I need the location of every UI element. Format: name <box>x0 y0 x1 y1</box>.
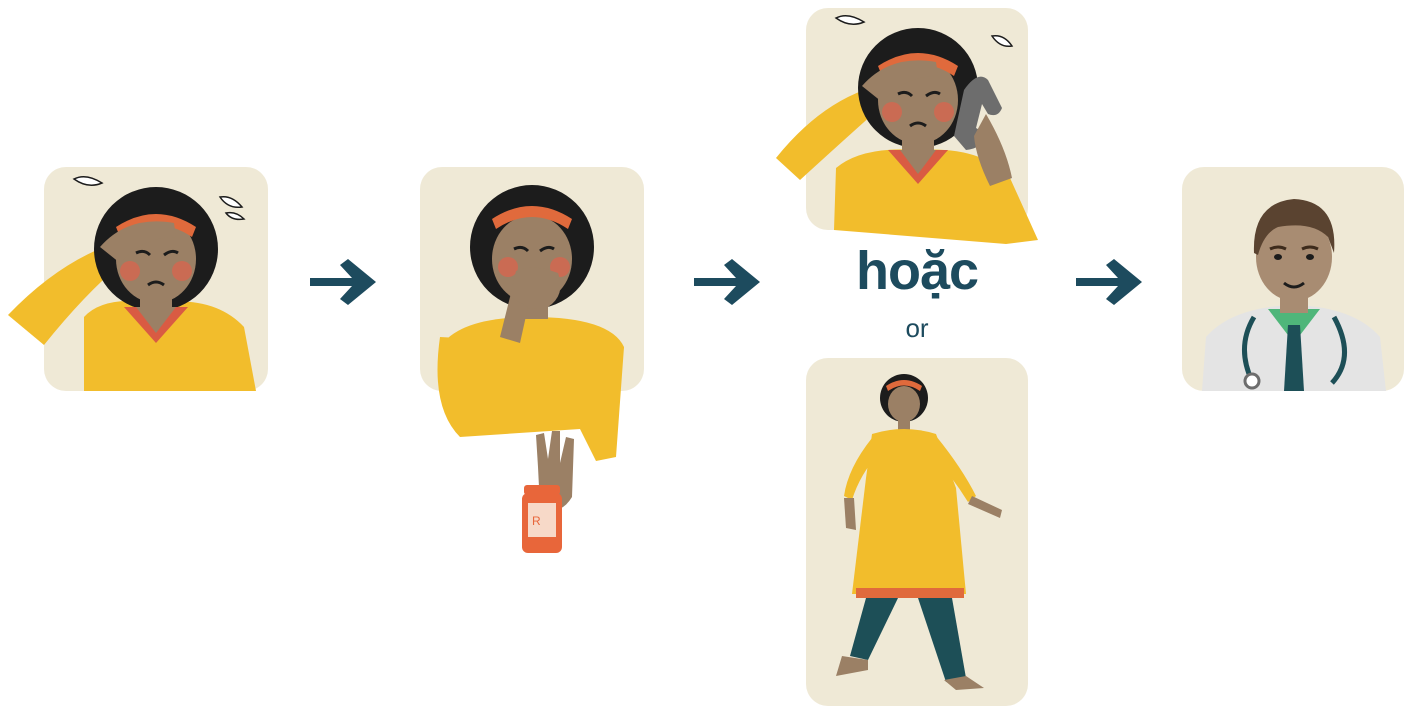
woman-headache-illustration <box>44 167 268 391</box>
arrow-icon <box>690 257 764 307</box>
step-1-panel <box>44 167 268 391</box>
or-label-vietnamese: hoặc <box>806 240 1028 302</box>
step-3-panel <box>806 8 1028 230</box>
svg-text:R: R <box>532 514 541 528</box>
or-label-english: or <box>806 312 1028 344</box>
woman-on-phone-illustration <box>806 8 1028 230</box>
arrow-icon <box>306 257 380 307</box>
woman-refusing-medicine-illustration: R <box>420 167 644 567</box>
step-4-panel <box>1182 167 1404 391</box>
alternative-panel <box>806 358 1028 706</box>
step-2-panel: R <box>420 167 644 391</box>
woman-walking-illustration <box>806 358 1028 706</box>
arrow-icon <box>1072 257 1146 307</box>
doctor-illustration <box>1182 167 1404 391</box>
